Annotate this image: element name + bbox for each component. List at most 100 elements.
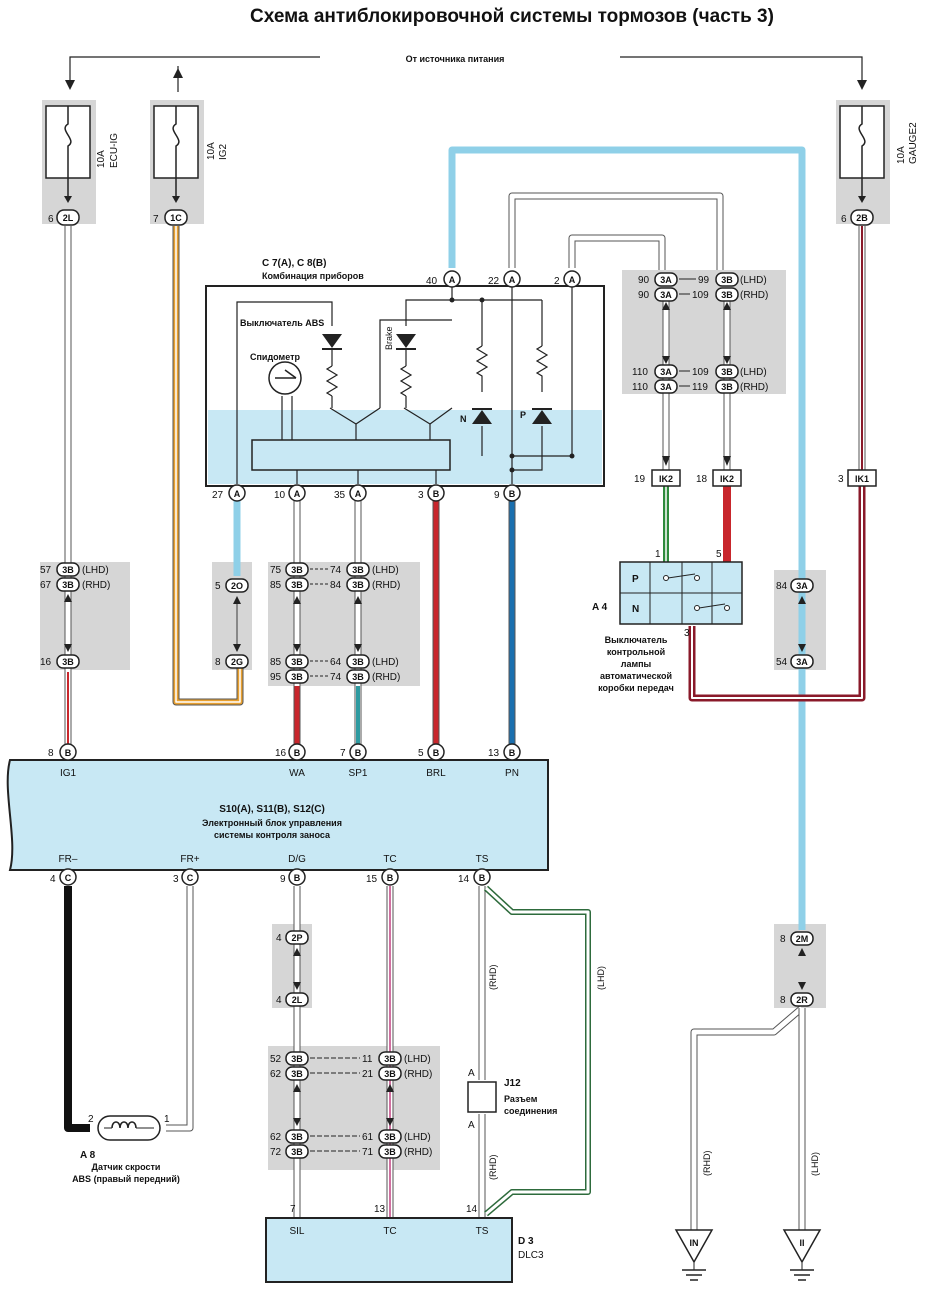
- abs-switch-label: Выключатель ABS: [240, 318, 324, 328]
- junction-conn: 3B: [721, 290, 733, 300]
- junction-note: (LHD): [404, 1132, 431, 1143]
- dlc3-pin-num: 13: [374, 1204, 386, 1215]
- junction-pin-num: 90: [638, 275, 650, 286]
- dlc3-pin-label: SIL: [289, 1226, 304, 1237]
- junction-conn: 3B: [291, 1147, 303, 1157]
- junction-note: (RHD): [82, 580, 110, 591]
- ecu-pin-num: 3: [173, 874, 179, 885]
- a4-label-line: лампы: [621, 659, 652, 669]
- junction-conn: 3B: [291, 1069, 303, 1079]
- junction-pin-num: 4: [276, 933, 282, 944]
- junction-right-upper-bg: [622, 270, 786, 394]
- power-source-label: От источника питания: [406, 54, 505, 64]
- junction-pin-num: 90: [638, 290, 650, 301]
- junction-conn: 3A: [796, 657, 808, 667]
- ecu-name-line2: системы контроля заноса: [214, 830, 331, 840]
- junction-pin-num: 5: [215, 581, 221, 592]
- junction-conn: 2O: [231, 581, 243, 591]
- ecu-pin-num: 9: [280, 874, 286, 885]
- ecu-pin-label: FR+: [180, 854, 199, 865]
- j12-a-bot: A: [468, 1120, 475, 1131]
- junction-conn: 3B: [384, 1147, 396, 1157]
- note-lhd: (LHD): [596, 966, 606, 990]
- ik-pin-num: 18: [696, 474, 708, 485]
- j12-line1: Разъем: [504, 1094, 538, 1104]
- ground-label: IN: [690, 1238, 699, 1248]
- junction-conn: 3B: [384, 1132, 396, 1142]
- fuse-ig2-amps: 10A: [206, 142, 217, 160]
- dlc3-pin-num: 7: [290, 1204, 296, 1215]
- note-rhd: (RHD): [702, 1151, 712, 1177]
- a4-label-line: Выключатель: [605, 635, 668, 645]
- junction-conn: 2P: [291, 933, 302, 943]
- switch-a4: P N 1 5 3 A 4 Выключатель контрольной ла…: [592, 549, 743, 693]
- ecu-pin-label: PN: [505, 768, 519, 779]
- junction-pin-num: 99: [698, 275, 710, 286]
- a4-id: A 4: [592, 602, 608, 613]
- pin-conn: A: [509, 275, 516, 285]
- junction-conn: 3B: [352, 672, 364, 682]
- junction-conn: 3B: [384, 1069, 396, 1079]
- fuse-ig2-conn: 1C: [170, 213, 182, 223]
- a4-pin5: 5: [716, 549, 722, 560]
- note-rhd: (RHD): [488, 1155, 498, 1181]
- junction-note: (LHD): [740, 367, 767, 378]
- ecu-name-line1: Электронный блок управления: [202, 818, 342, 828]
- note-lhd: (LHD): [810, 1152, 820, 1176]
- fuse-ig2-pin: 7: [153, 214, 159, 225]
- pin-num: 10: [274, 490, 286, 501]
- combination-meter: C 7(A), C 8(B) Комбинация приборов Выклю…: [205, 258, 605, 487]
- fuse-gauge2-name: GAUGE2: [908, 122, 919, 164]
- junction-conn: 2L: [292, 995, 303, 1005]
- ecu-pin-label: WA: [289, 768, 305, 779]
- ecu-pin-conn: B: [479, 873, 486, 883]
- junction-ground: 8 2M 8 2R: [780, 931, 814, 1007]
- ecu-block: S10(A), S11(B), S12(C) Электронный блок …: [6, 743, 549, 886]
- ecu-pin-label: D/G: [288, 854, 306, 865]
- pin-num: 22: [488, 276, 500, 287]
- pin-num: 3: [418, 490, 424, 501]
- ground-in: IN: [674, 1229, 714, 1281]
- junction-pin-num: 95: [270, 672, 282, 683]
- pin-conn: A: [234, 489, 241, 499]
- junction-ig2-mid: 5 2O 8 2G: [215, 578, 249, 669]
- junction-conn: 3B: [721, 382, 733, 392]
- sensor-a8: 2 1 A 8 Датчик скрости ABS (правый перед…: [72, 1114, 180, 1184]
- fuse-ecu-ig-pin: 6: [48, 214, 54, 225]
- wires: [64, 146, 866, 1230]
- junction-conn: 3B: [291, 580, 303, 590]
- junction-center-mid: 75 3B 74 3B (LHD) 85 3B 84 3B (RHD) 85 3…: [270, 562, 400, 684]
- junction-ig2-mid-bg: [212, 562, 252, 670]
- junction-conn: 3B: [291, 1054, 303, 1064]
- j12-a-top: A: [468, 1068, 475, 1079]
- pin-conn: A: [294, 489, 301, 499]
- cluster-p-label: P: [520, 410, 526, 420]
- junction-conn: 3B: [291, 672, 303, 682]
- junction-conn: 3B: [62, 580, 74, 590]
- diagram-title: Схема антиблокировочной системы тормозов…: [250, 6, 774, 27]
- ecu-pin-num: 16: [275, 748, 287, 759]
- ecu-pin-conn: B: [387, 873, 394, 883]
- junction-conn: 3B: [352, 580, 364, 590]
- junction-conn: 3A: [660, 367, 672, 377]
- junction-note: (RHD): [404, 1069, 432, 1080]
- a8-line1: Датчик скрости: [92, 1162, 161, 1172]
- junction-conn: 3B: [721, 367, 733, 377]
- pin-conn: A: [355, 489, 362, 499]
- junction-right-mid: 84 3A 54 3A: [776, 578, 814, 669]
- junction-pin-num: 61: [362, 1132, 374, 1143]
- ecu-pin-num: 8: [48, 748, 54, 759]
- power-source-line: От источника питания: [65, 54, 867, 92]
- junction-conn: 3B: [291, 657, 303, 667]
- ecu-pin-conn: B: [65, 748, 72, 758]
- a8-pin2: 2: [88, 1114, 94, 1125]
- ecu-pin-label: SP1: [349, 768, 368, 779]
- pin-conn: A: [569, 275, 576, 285]
- junction-pin-num: 52: [270, 1054, 282, 1065]
- ecu-pin-num: 4: [50, 874, 56, 885]
- pin-num: 2: [554, 276, 560, 287]
- junction-pin-num: 62: [270, 1069, 282, 1080]
- ik-conn: IK2: [659, 474, 673, 484]
- junction-conn: 3B: [352, 565, 364, 575]
- wire-notes: (RHD) (LHD) (RHD) (RHD) (LHD): [488, 965, 820, 1181]
